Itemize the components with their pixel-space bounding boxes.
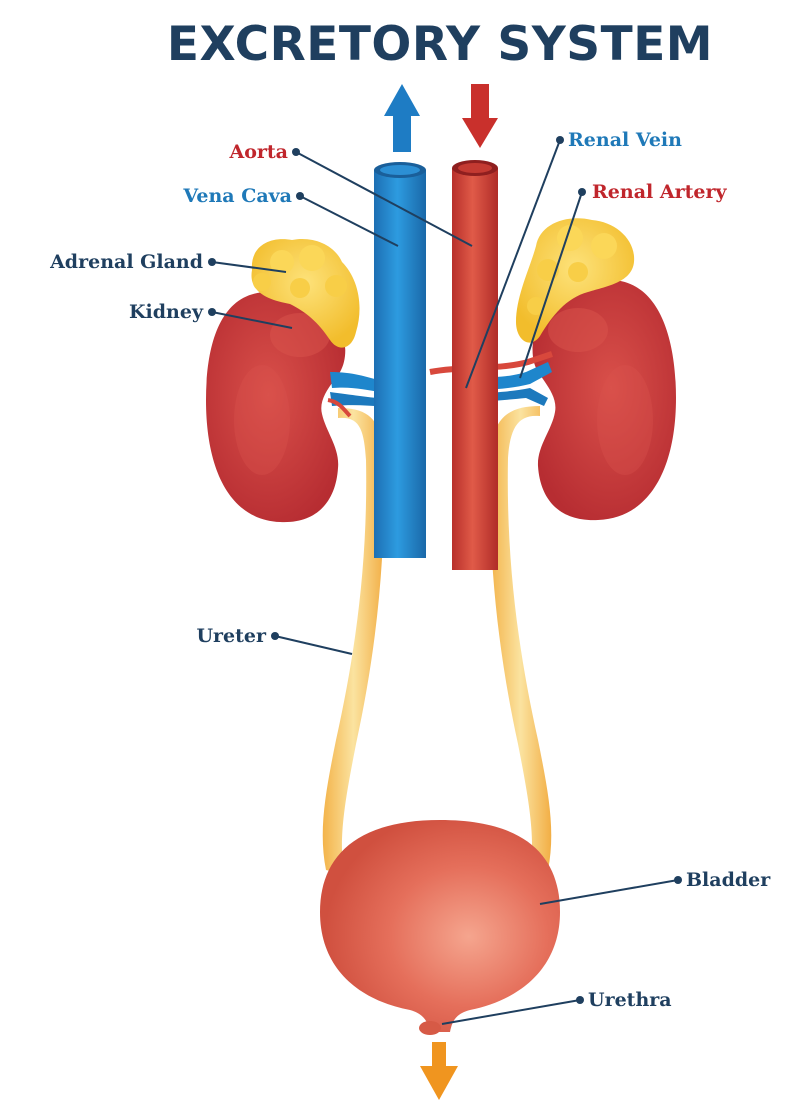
label-kidney: Kidney: [129, 301, 204, 323]
label-vena-cava: Vena Cava: [182, 185, 292, 207]
label-renal-vein: Renal Vein: [568, 129, 682, 151]
label-ureter: Ureter: [196, 625, 267, 647]
page-title: EXCRETORY SYSTEM: [167, 17, 713, 72]
right-kidney: [533, 280, 676, 520]
bladder: [320, 820, 560, 1035]
downward-flow-arrow-icon: [462, 84, 498, 148]
label-urethra: Urethra: [588, 989, 672, 1011]
urine-outflow-arrow-icon: [420, 1042, 458, 1100]
upward-flow-arrow-icon: [384, 84, 420, 152]
label-aorta: Aorta: [228, 141, 288, 163]
label-bladder: Bladder: [686, 869, 771, 891]
vena-cava: [374, 162, 426, 558]
label-renal-artery: Renal Artery: [592, 181, 727, 203]
label-adrenal-gland: Adrenal Gland: [49, 251, 203, 273]
